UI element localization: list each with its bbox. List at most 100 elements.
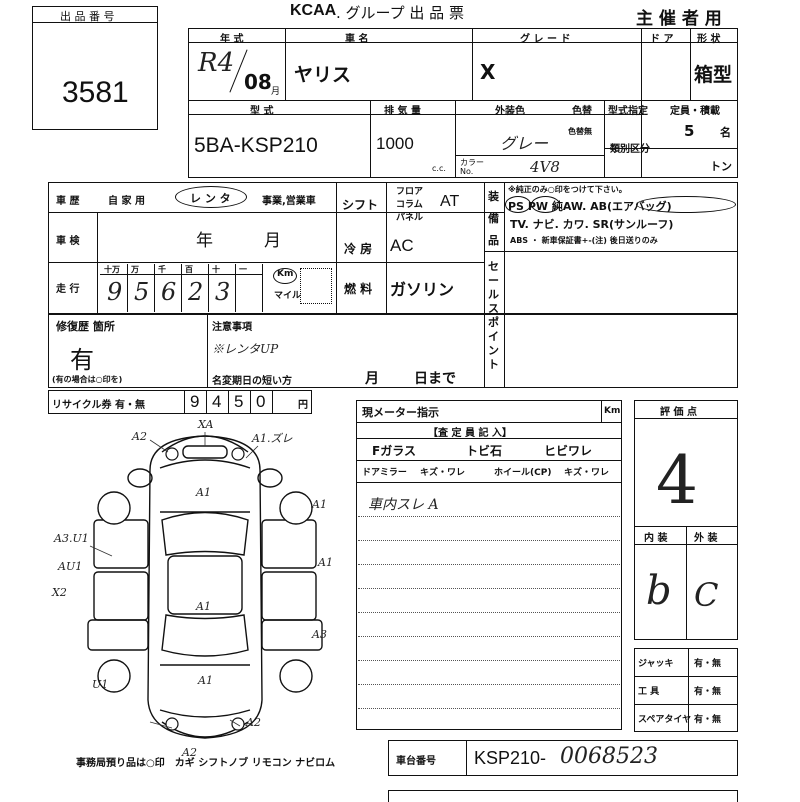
load-unit: トン — [710, 160, 732, 173]
fuel-value: ガソリン — [390, 280, 455, 299]
ac-value: AC — [390, 236, 414, 255]
private-use-label: 自 家 用 — [108, 196, 145, 207]
recycle-unit: 円 — [298, 400, 308, 411]
damage-mark: A2 — [132, 430, 147, 443]
color-change-label: 色替 — [572, 106, 592, 117]
vehicle-info-grid — [188, 28, 738, 178]
mileage-unit-label: 百 — [185, 265, 193, 274]
shift-option-panel: パネル — [396, 213, 424, 223]
mileage-digit: 6 — [161, 278, 177, 306]
mirror-status: キズ・ワレ — [420, 468, 466, 478]
meter-km-unit: Km — [604, 406, 621, 416]
stone-chip-label: トビ石 — [466, 444, 503, 458]
note-line — [358, 540, 620, 541]
note-line — [358, 588, 620, 589]
wheel-status: キズ・ワレ — [564, 468, 610, 478]
recycle-label: リサイクル券 有・無 — [52, 400, 145, 411]
mileage-unit-label: 一 — [239, 265, 247, 274]
displacement-label: 排 気 量 — [384, 106, 421, 117]
name-change-month: 月 — [365, 371, 379, 387]
cc-unit: c.c. — [432, 164, 446, 173]
inspection-year-mark: 年 — [196, 231, 213, 251]
chassis-number: 0068523 — [560, 744, 658, 769]
repair-label: 修復歴 箇所 — [56, 320, 115, 333]
meter-label: 現メーター指示 — [362, 406, 439, 419]
km-circle — [273, 268, 297, 284]
caution-label: 注意事項 — [212, 322, 252, 333]
accessory-label: スペアタイヤ — [638, 715, 692, 725]
inspector-note: 車内スレ A — [368, 497, 439, 513]
recycle-digit: 0 — [256, 392, 266, 411]
repair-footnote: (有の場合は○印を) — [52, 375, 123, 384]
caution-value: ※レンタUP — [212, 342, 279, 356]
wheel-label: ホイール(CP) — [494, 468, 552, 478]
pw-circle — [531, 196, 560, 213]
exterior-color-label: 外装色 — [495, 106, 525, 117]
damage-mark: A1 — [312, 498, 327, 511]
note-line — [358, 612, 620, 613]
damage-mark: U1 — [92, 678, 109, 691]
inspector-grid — [356, 400, 622, 730]
mile-label: マイル — [274, 291, 302, 301]
interior-label: 内 装 — [644, 533, 668, 544]
repair-grid — [48, 314, 738, 388]
accessory-label: 工 具 — [638, 687, 660, 697]
shift-label: シフト — [342, 198, 379, 212]
equipment-line-2: TV. ナビ. カワ. SR(サンルーフ) — [510, 218, 674, 231]
mileage-label: 走 行 — [56, 284, 80, 295]
shape-label: 形 状 — [697, 34, 721, 45]
damage-mark: A1 — [196, 600, 211, 613]
office-note: 事務局預り品は○印 カギ シフトノブ リモコン ナビロム — [76, 758, 336, 769]
year-era: R4 — [198, 48, 235, 78]
lot-number: 3581 — [62, 76, 129, 109]
name-change-day: 日まで — [414, 371, 456, 387]
accessory-status: 有・無 — [694, 715, 722, 725]
shift-option-floor: フロア — [396, 187, 424, 197]
interior-score: b — [646, 568, 672, 614]
rear-window-outline — [161, 614, 249, 657]
category-label: 類別区分 — [610, 144, 650, 155]
equipment-label: 装 備 品 — [488, 190, 499, 247]
wheel-rear-left — [97, 659, 131, 693]
wheel-rear-right — [279, 659, 313, 693]
sales-point-label: セールスポイント — [488, 260, 499, 371]
damage-mark: AU1 — [58, 560, 83, 573]
mileage-cell-divider — [154, 264, 155, 312]
note-line — [358, 564, 620, 565]
recycle-grid — [48, 390, 312, 414]
mileage-digit: 5 — [134, 278, 150, 306]
chassis-number-box — [388, 740, 738, 776]
note-line — [358, 636, 620, 637]
recycle-cell-divider — [184, 390, 185, 414]
mileage-digit: 9 — [107, 278, 123, 306]
car-name: ヤリス — [294, 64, 352, 86]
capacity: 5 — [684, 122, 695, 140]
mileage-digit: 3 — [215, 278, 231, 306]
overall-score: 4 — [656, 442, 698, 519]
accessory-status: 有・無 — [694, 687, 722, 697]
rental-label: レ ン タ — [190, 192, 231, 205]
recycle-cell-divider — [206, 390, 207, 414]
grade-label: グ レ ー ド — [520, 34, 571, 45]
equipment-note: ※純正のみ○印をつけて下さい。 — [508, 185, 627, 194]
damage-mark: A3.U1 — [54, 532, 89, 545]
front-glass-label: Fガラス — [372, 444, 416, 458]
accessory-label: ジャッキ — [638, 659, 674, 669]
score-label: 評 価 点 — [660, 407, 697, 418]
capacity-unit: 名 — [720, 126, 731, 139]
exterior-label: 外 装 — [694, 533, 718, 544]
door-mirror-label: ドアミラー — [362, 468, 407, 478]
model-label: 型 式 — [250, 106, 274, 117]
mileage-unit-label: 千 — [158, 265, 166, 274]
lot-number-label: 出 品 番 号 — [60, 10, 115, 23]
crack-label: ヒビワレ — [544, 444, 593, 458]
brand-logo: KCAA — [290, 2, 337, 19]
organizer-label: 主 催 者 用 — [636, 9, 722, 29]
recycle-cell-divider — [228, 390, 229, 414]
damage-mark: A1 — [318, 556, 333, 569]
recycle-cell-divider — [272, 390, 273, 414]
equipment-line-3: ABS ・ 新車保証書+-(注) 後日送りのみ — [510, 236, 658, 245]
rental-circle — [175, 186, 247, 208]
recycle-cell-divider — [250, 390, 251, 414]
